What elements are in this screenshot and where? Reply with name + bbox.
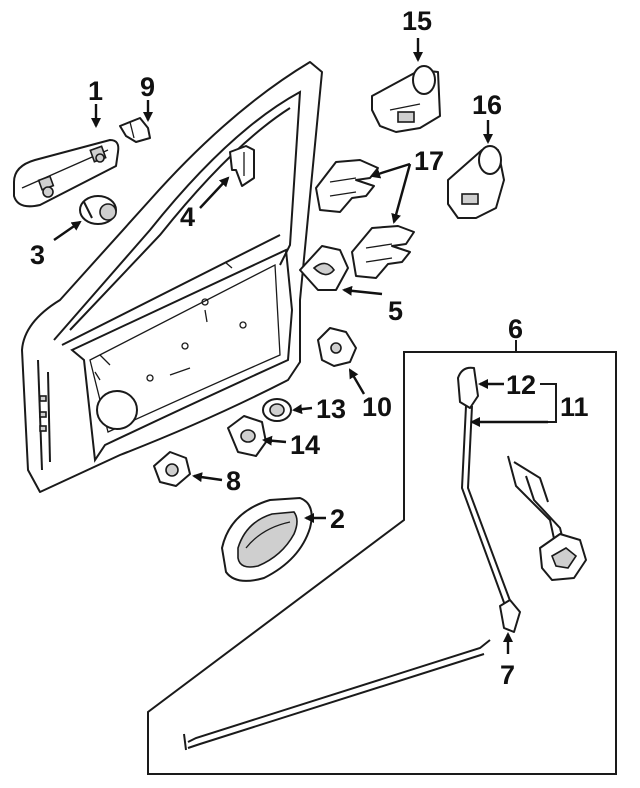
label-7: 7 <box>500 660 515 690</box>
label-16: 16 <box>472 90 502 120</box>
insulator-pad-lower <box>351 225 415 279</box>
lock-rod-assembly <box>457 366 521 633</box>
latch-part <box>317 327 357 367</box>
label-2: 2 <box>330 504 345 534</box>
label-15: 15 <box>402 6 432 36</box>
callout-lines <box>53 38 557 654</box>
bumper-part <box>262 398 292 422</box>
label-11: 11 <box>560 392 589 422</box>
label-3: 3 <box>30 240 45 270</box>
grommet-part <box>153 451 191 487</box>
label-4: 4 <box>180 202 195 232</box>
lock-cylinder-part <box>79 195 117 225</box>
callout-labels: 1 9 3 4 15 16 17 5 10 13 14 8 2 6 12 11 … <box>30 6 589 690</box>
bracket-part <box>227 415 267 457</box>
striker-part <box>299 245 349 291</box>
handle-clip-part <box>119 117 151 143</box>
label-9: 9 <box>140 72 155 102</box>
label-17: 17 <box>414 146 444 176</box>
inside-handle-part <box>221 497 313 582</box>
label-14: 14 <box>290 430 320 460</box>
lock-actuator-part-16 <box>447 145 505 219</box>
rod-clip-part <box>229 145 255 187</box>
door-frame <box>21 61 323 493</box>
lock-actuator-part-15 <box>371 65 441 133</box>
label-6: 6 <box>508 314 523 344</box>
label-13: 13 <box>316 394 346 424</box>
label-10: 10 <box>362 392 392 422</box>
insulator-pad-upper <box>315 159 379 213</box>
outside-handle-part <box>13 139 120 208</box>
latch-rods <box>507 455 587 581</box>
lock-module-box <box>147 351 617 775</box>
label-12: 12 <box>506 370 536 400</box>
label-1: 1 <box>88 76 103 106</box>
label-8: 8 <box>226 466 241 496</box>
long-rod <box>183 639 491 751</box>
label-5: 5 <box>388 296 403 326</box>
